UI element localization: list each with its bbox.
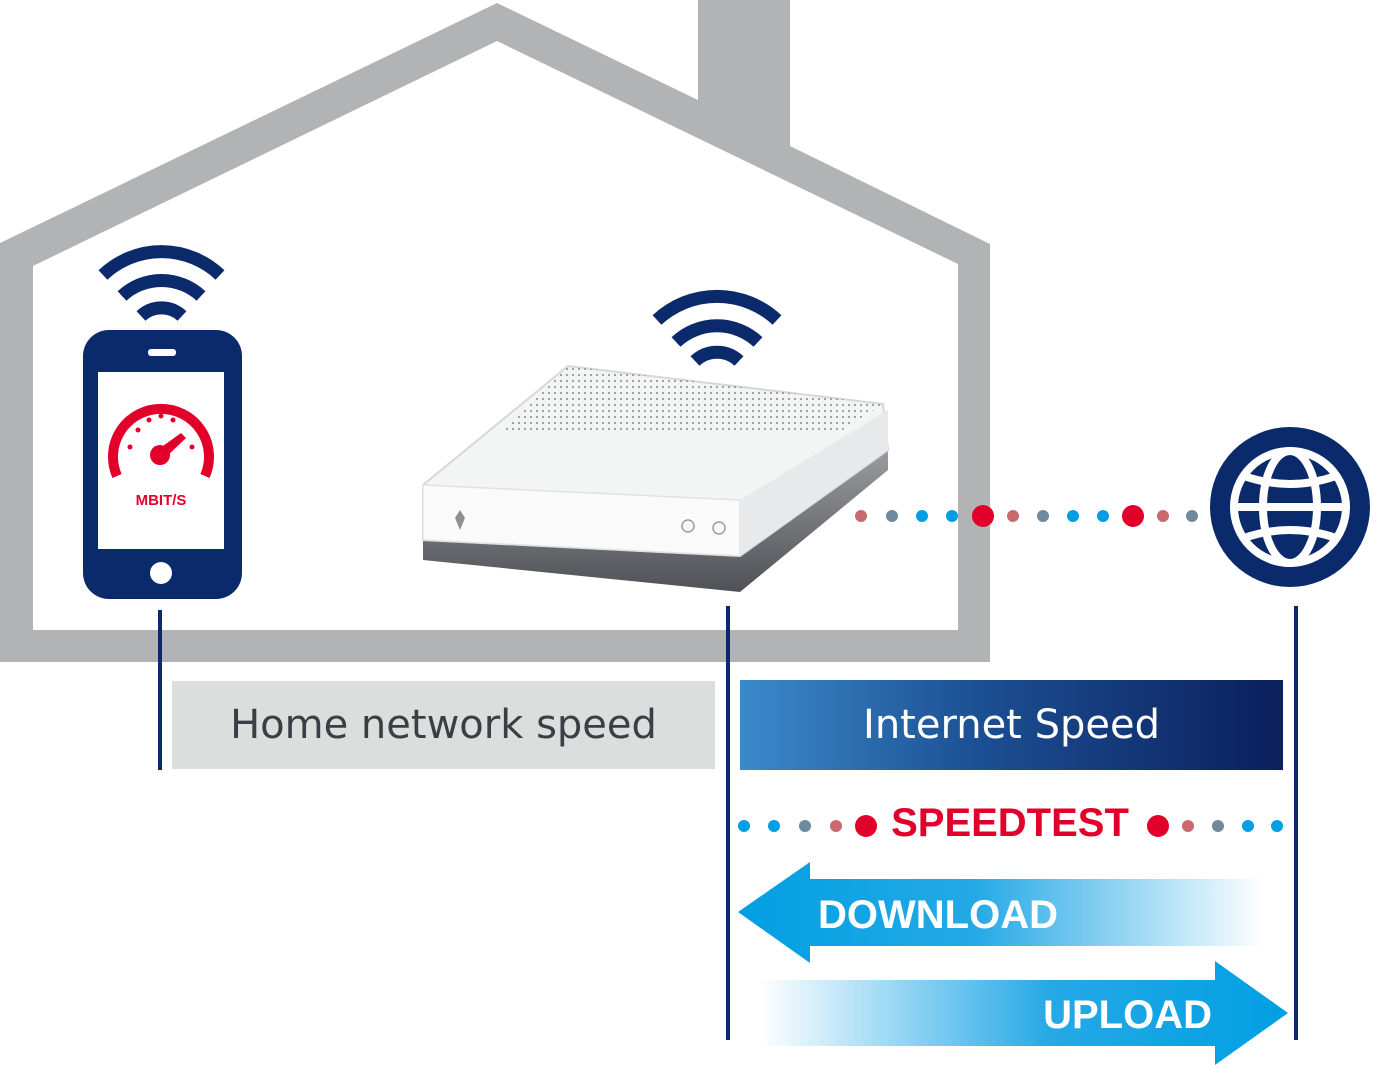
router-wifi-icon: [652, 289, 782, 366]
arrow-left-icon: [738, 862, 1265, 963]
speedtest-label: SPEEDTEST: [891, 800, 1129, 845]
router-icon: [422, 364, 890, 592]
marker-lines: [158, 606, 1298, 1040]
phone-wifi-icon: [98, 245, 225, 322]
upload-label: UPLOAD: [1043, 992, 1212, 1037]
connection-dots: [855, 505, 1198, 527]
home-network-speed-label: Home network speed: [172, 681, 715, 769]
smartphone-icon: MBIT/S: [83, 330, 242, 599]
internet-speed-label: Internet Speed: [740, 680, 1283, 770]
speedometer-icon: [108, 403, 214, 478]
download-label: DOWNLOAD: [818, 892, 1058, 937]
speedtest-dots: [738, 815, 1283, 837]
arrow-right-icon: [760, 961, 1288, 1065]
phone-unit-label: MBIT/S: [136, 492, 187, 509]
globe-icon: [1210, 427, 1370, 587]
